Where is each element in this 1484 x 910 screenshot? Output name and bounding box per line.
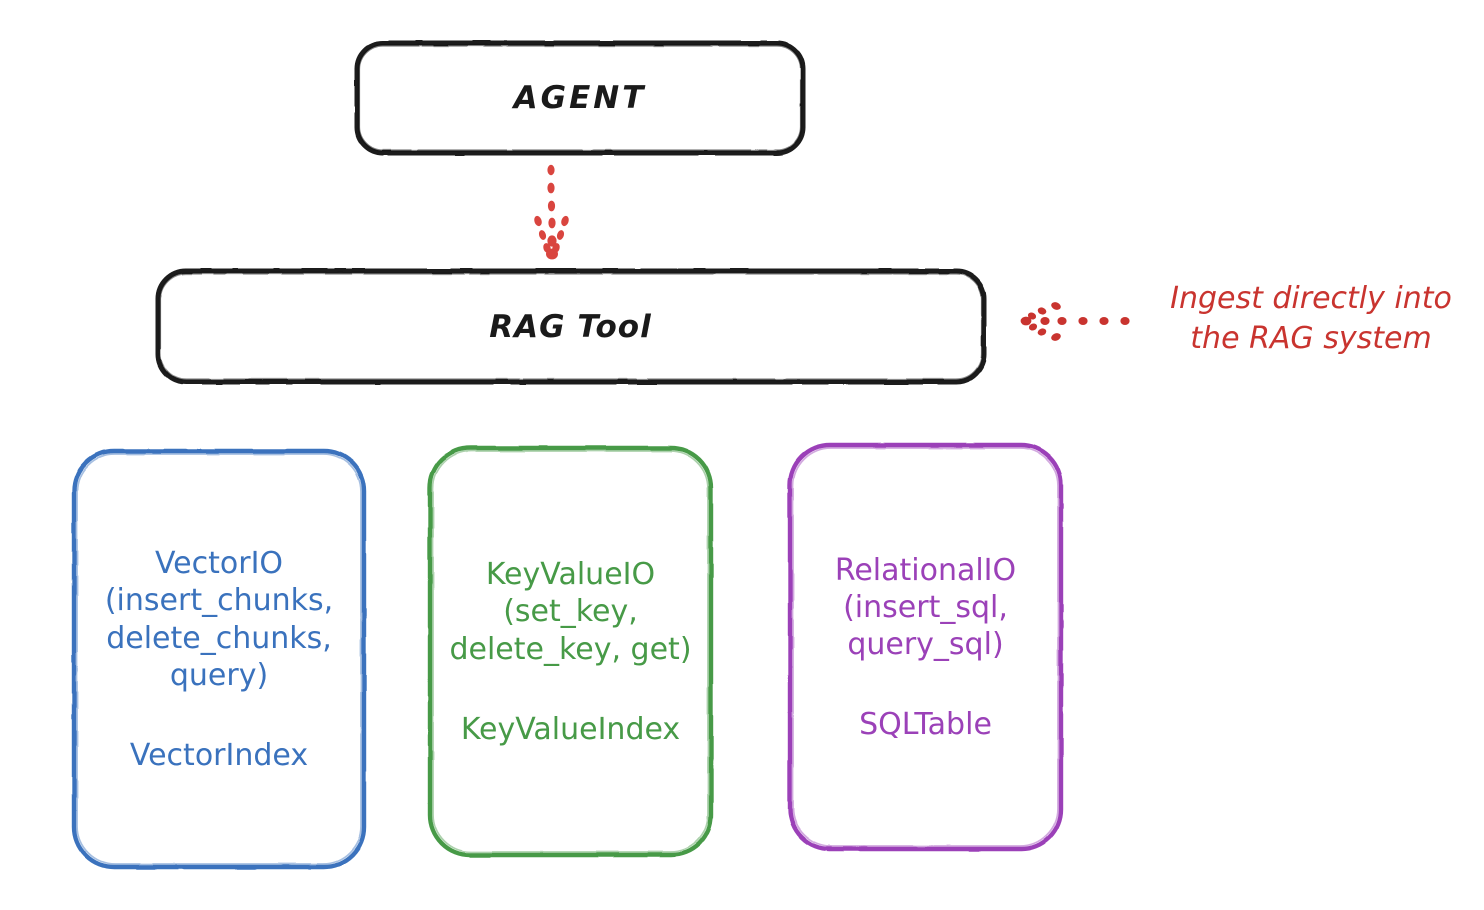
- relational-io-api-label: RelationalIO (insert_sql, query_sql): [834, 552, 1017, 663]
- ingest-annotation-label: Ingest directly into the RAG system: [1170, 281, 1452, 356]
- key-value-io-index-label: KeyValueIndex: [460, 711, 681, 747]
- vector-io-node[interactable]: VectorIO (insert_chunks, delete_chunks, …: [72, 449, 366, 869]
- agent-node[interactable]: AGENT: [356, 42, 804, 154]
- relational-io-box-outline: [787, 442, 1064, 852]
- vector-io-body: VectorIO (insert_chunks, delete_chunks, …: [62, 545, 376, 773]
- relational-io-node[interactable]: RelationalIO (insert_sql, query_sql) SQL…: [788, 443, 1063, 851]
- key-value-io-box-outline: [427, 445, 714, 858]
- rag-tool-label: RAG Tool: [489, 308, 652, 345]
- key-value-io-api-label: KeyValueIO (set_key, delete_key, get): [449, 557, 692, 667]
- vector-io-box-outline: [71, 448, 367, 870]
- vector-io-api-label: VectorIO (insert_chunks, delete_chunks, …: [104, 546, 334, 693]
- rag-tool-node[interactable]: RAG Tool: [156, 270, 985, 383]
- relational-io-body: RelationalIO (insert_sql, query_sql) SQL…: [778, 552, 1073, 743]
- agent-to-rag-arrow: [534, 164, 569, 260]
- vector-io-index-label: VectorIndex: [129, 737, 309, 773]
- agent-label: AGENT: [513, 80, 647, 116]
- relational-io-index-label: SQLTable: [859, 707, 992, 743]
- ingest-note-arrow: [1020, 302, 1130, 341]
- rag-tool-box-outline: [155, 268, 987, 385]
- agent-box-outline: [354, 40, 806, 156]
- key-value-io-node[interactable]: KeyValueIO (set_key, delete_key, get) Ke…: [428, 446, 713, 857]
- key-value-io-body: KeyValueIO (set_key, delete_key, get) Ke…: [418, 556, 723, 747]
